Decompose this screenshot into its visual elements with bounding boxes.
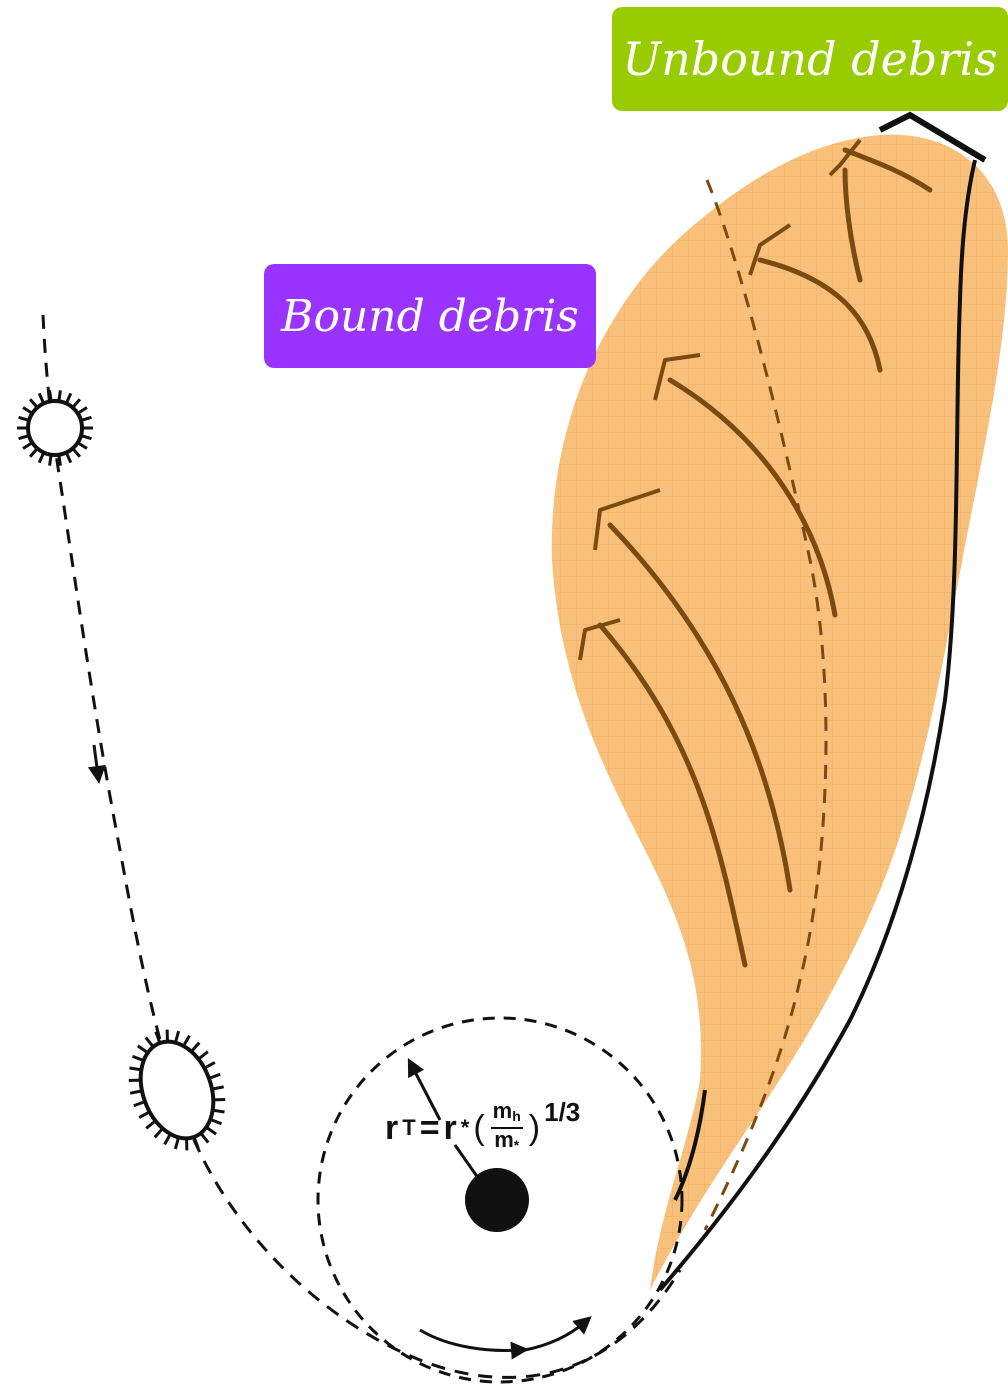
- bound-debris-label: Bound debris: [264, 264, 596, 368]
- star-spike: [146, 1121, 155, 1128]
- formula-rstar-sub: *: [461, 1115, 470, 1141]
- star-spike: [194, 1137, 198, 1148]
- star-spike: [175, 1031, 178, 1043]
- star-spike: [206, 1127, 216, 1134]
- star-spike: [198, 1052, 207, 1059]
- star-spike: [78, 443, 87, 449]
- black-hole: [465, 1168, 529, 1232]
- formula-r: r: [385, 1109, 398, 1148]
- star-spike: [30, 448, 37, 456]
- star-spike: [23, 443, 32, 449]
- star-spike: [155, 1128, 163, 1137]
- pericenter-arrow-2: [525, 1322, 585, 1350]
- star-spike: [30, 399, 37, 407]
- star-spike: [138, 1046, 148, 1053]
- star-spike: [66, 393, 71, 403]
- star-spike: [19, 436, 30, 439]
- star-spike: [50, 455, 52, 466]
- star-spike: [73, 399, 80, 407]
- star-spike: [73, 448, 80, 456]
- star-stretched: [128, 1030, 226, 1151]
- unbound-debris-label: Unbound debris: [612, 7, 1008, 111]
- star-spike: [213, 1110, 225, 1112]
- star-spike: [134, 1102, 145, 1106]
- star-spike: [130, 1091, 142, 1093]
- star-spike: [59, 455, 61, 466]
- star-spike: [165, 1134, 171, 1144]
- star-spike: [209, 1074, 220, 1078]
- star-spike: [146, 1037, 153, 1046]
- formula-den: m: [494, 1127, 514, 1152]
- debris-grid: [552, 135, 1008, 1290]
- star-spike: [210, 1119, 221, 1123]
- formula-exponent: 1/3: [544, 1097, 580, 1128]
- formula-num: m: [493, 1098, 513, 1123]
- formula-rstar: r: [444, 1109, 457, 1148]
- star-spike: [81, 436, 92, 439]
- star-spike: [81, 417, 92, 420]
- star-spike: [204, 1062, 215, 1068]
- star-spike: [175, 1137, 178, 1149]
- star-spike: [39, 393, 44, 403]
- star-spike: [184, 1036, 190, 1046]
- star-spike: [191, 1043, 199, 1052]
- formula-num-sub: h: [512, 1108, 521, 1124]
- star-spike: [139, 1112, 150, 1118]
- star-spike: [50, 390, 52, 401]
- star-spike: [78, 407, 87, 413]
- star-spike: [201, 1133, 208, 1142]
- pericenter-arrow: [420, 1330, 520, 1350]
- trajectory-arrow: [94, 745, 98, 775]
- formula-den-sub: *: [514, 1137, 519, 1153]
- star-round: [17, 390, 93, 465]
- formula-r-sub: T: [402, 1115, 415, 1141]
- star-spike: [66, 453, 71, 463]
- formula-fraction: mh m*: [491, 1100, 523, 1156]
- star-spike: [59, 390, 61, 401]
- star-spike: [23, 407, 32, 413]
- formula-equals: =: [420, 1109, 440, 1148]
- star-spike: [39, 453, 44, 463]
- star-spike: [129, 1068, 141, 1070]
- star-spike: [19, 417, 30, 420]
- star-spike: [212, 1087, 224, 1089]
- star-spike: [132, 1056, 143, 1060]
